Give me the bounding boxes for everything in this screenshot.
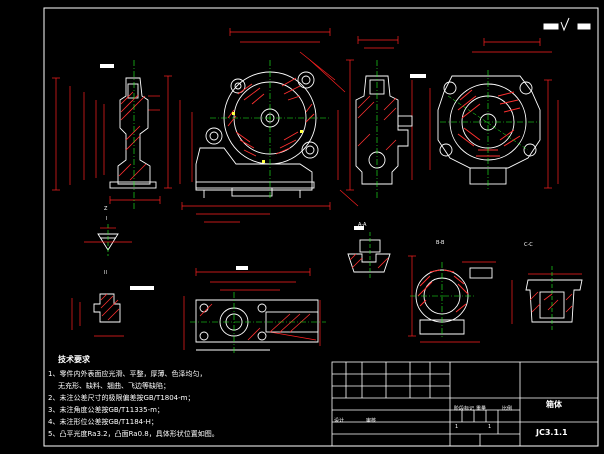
sheet-number: 1 [488,424,492,430]
designer-label: 设计 [334,418,345,424]
scale-label: 比例 [502,406,513,412]
side-view-left [52,60,161,210]
top-view-bottom [183,266,326,354]
section-c-label: C-C [524,242,533,248]
side-view-middle [339,36,426,207]
sheet-total: 1 [455,424,459,430]
title-block-grid [331,361,599,447]
section-a-label: A-A [358,222,367,228]
section-c-c [511,266,583,330]
end-view-right [429,38,559,190]
section-b-b [408,255,496,343]
detail-ii [71,286,154,337]
reviewer-label: 审核 [366,418,377,424]
ref-z-label: Z [104,206,108,212]
drawing-number: JC3.1.1 [536,428,568,437]
detail-i-label: I [106,216,108,222]
section-b-label: B-B [436,240,445,246]
tech-requirement-1: 1、零件内外表面应光滑、平整，厚薄、色泽均匀， [48,370,207,378]
tech-requirement-2: 2、未注公差尺寸的极限偏差按GB/T1804-m； [48,394,195,402]
tech-requirement-5: 5、凸平光度Ra3.2，凸面Ra0.8，具体形状位置如图。 [48,430,219,438]
tech-requirement-3: 3、未注角度公差按GB/T11335-m； [48,406,164,414]
sheet-border [43,7,599,447]
tech-requirements-title: 技术要求 [58,355,90,364]
detail-i [84,224,132,256]
part-name: 箱体 [546,400,562,409]
roughness-symbol [543,17,591,32]
section-a-a [347,226,391,278]
weight-label: 重量 [476,406,487,412]
front-view-main [164,28,346,223]
tech-requirement-1-cont: 无充形、缺料、翘曲、飞边等缺陷； [58,382,170,390]
tech-requirement-4: 4、未注形位公差按GB/T1184-H； [48,418,158,426]
stage-label: 阶段标记 [454,406,475,412]
detail-ii-label: II [104,270,107,276]
